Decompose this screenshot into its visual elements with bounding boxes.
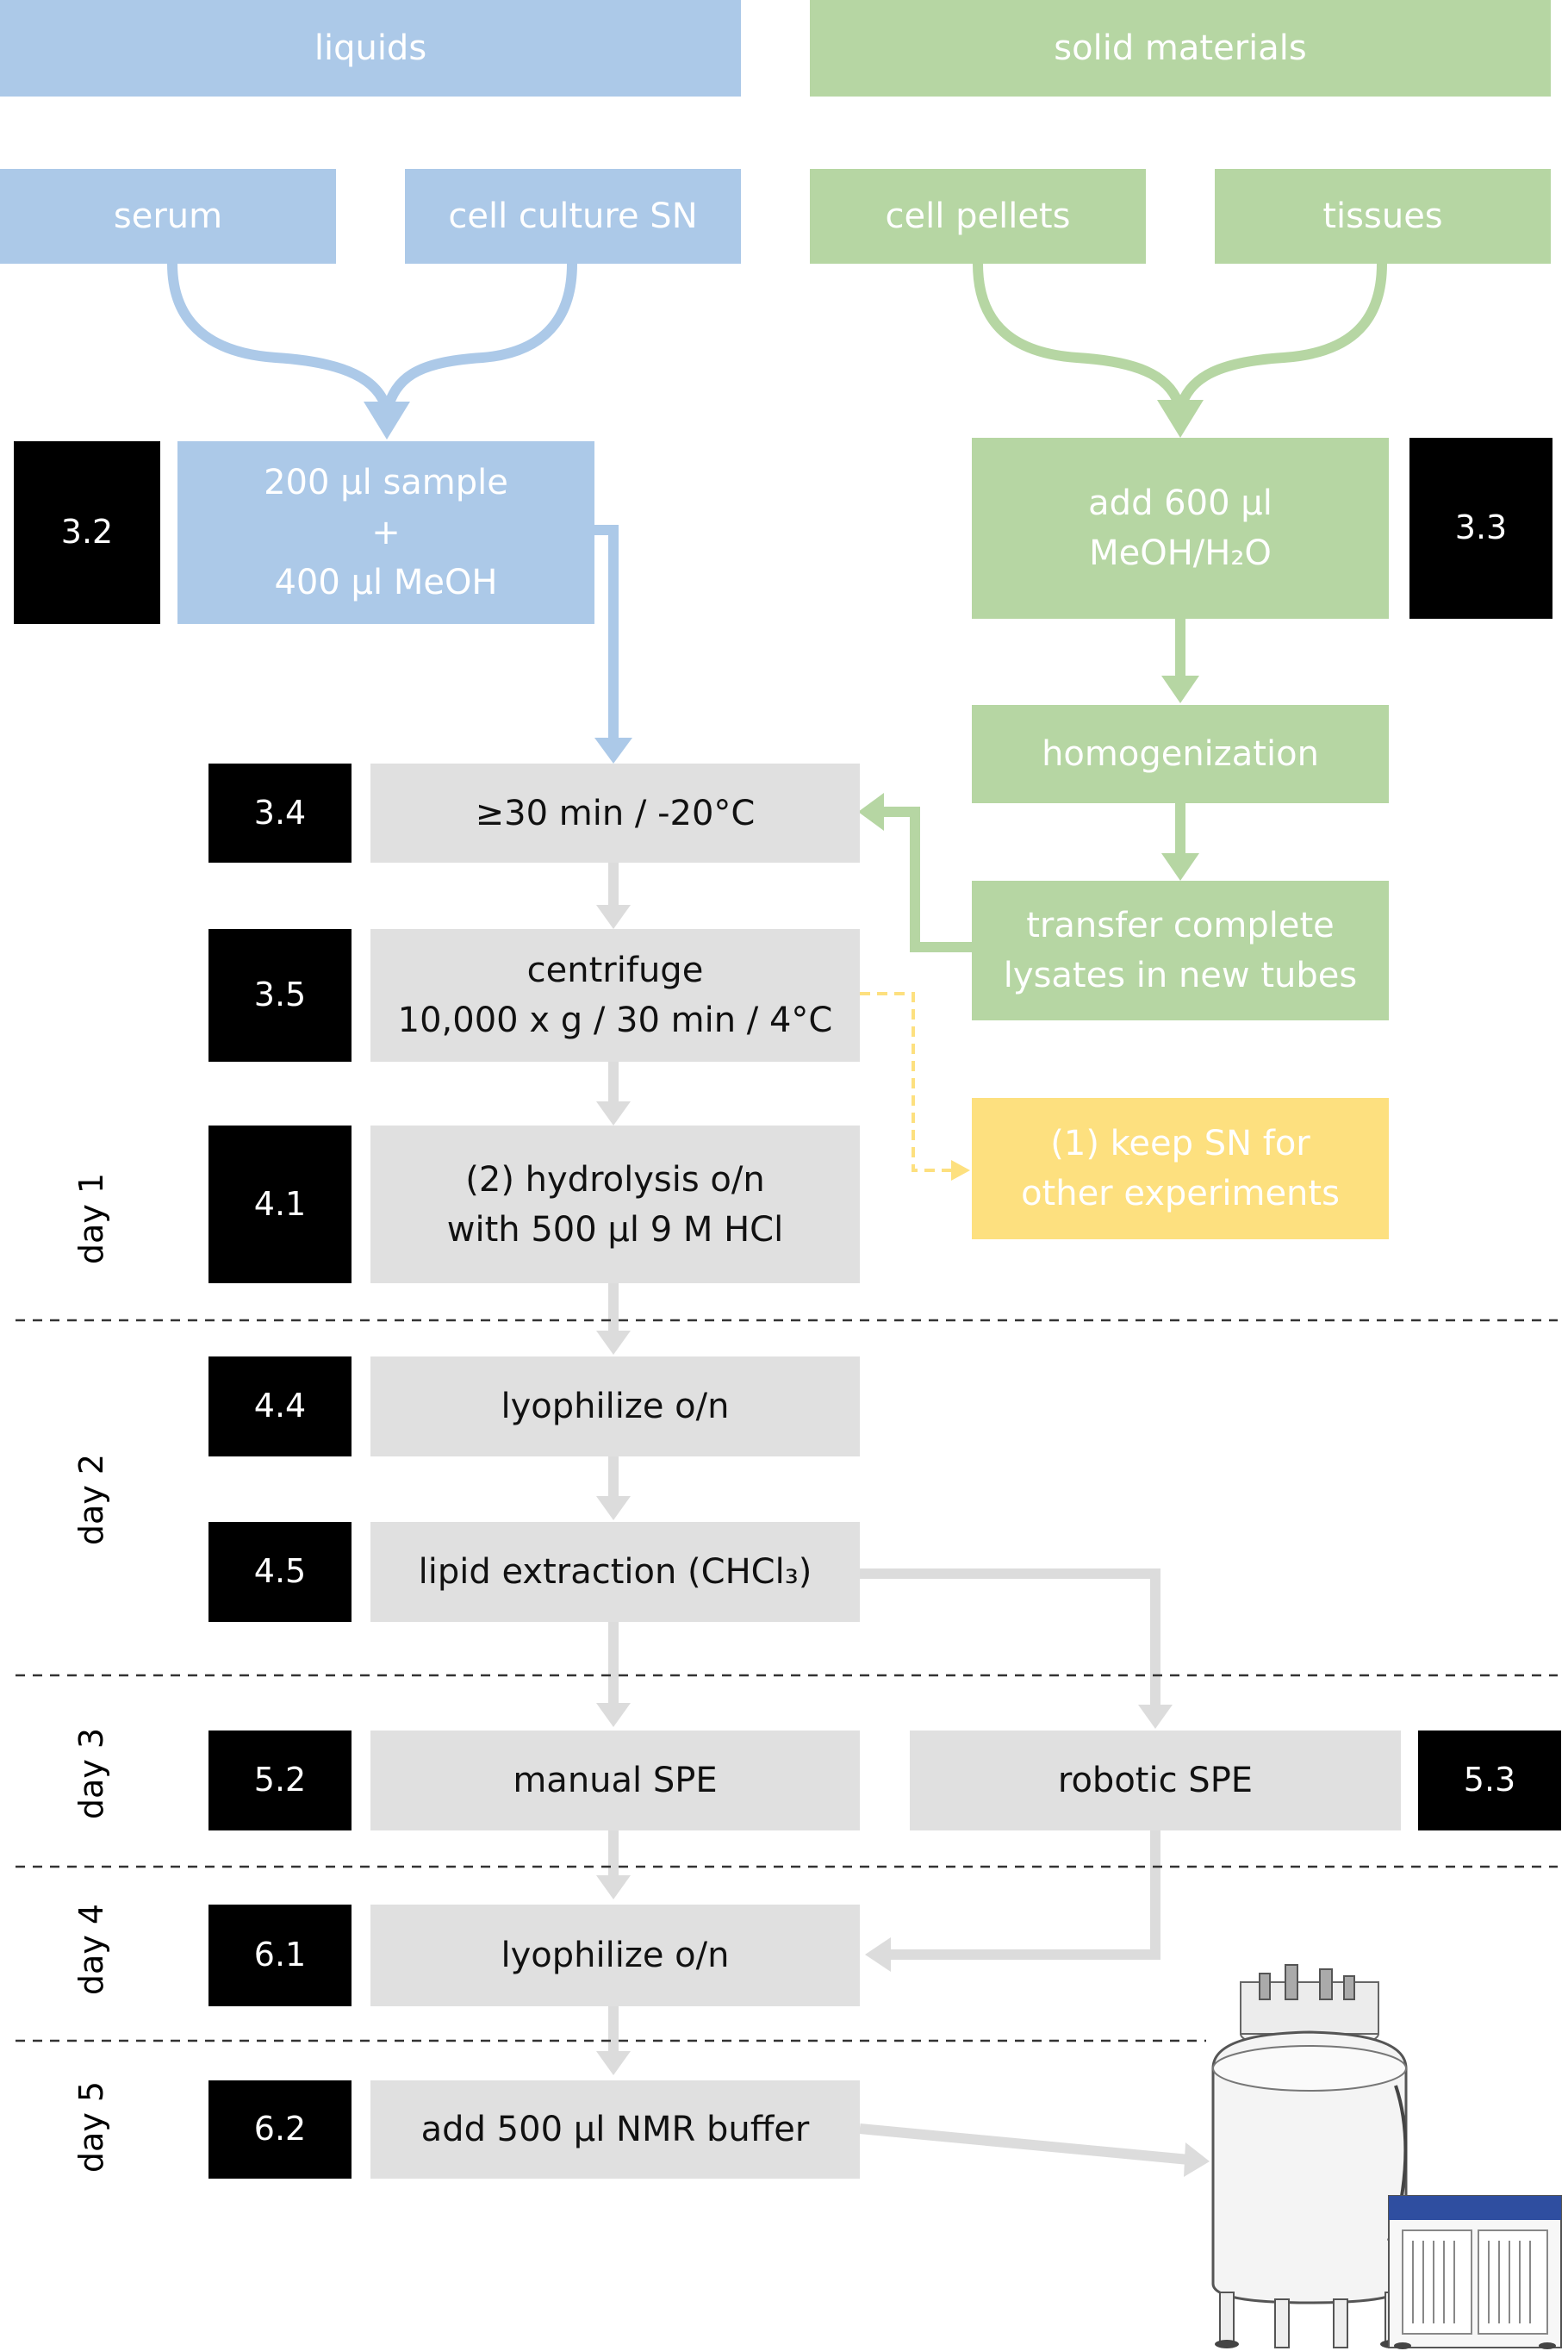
liquid-prep-box: 200 µl sample + 400 µl MeOH	[177, 441, 594, 624]
step-tag: 3.5	[208, 929, 352, 1062]
solid-materials-header: solid materials	[810, 0, 1551, 97]
nmr-spectrometer-icon	[1211, 1964, 1562, 2349]
robotic-spe-box: robotic SPE	[910, 1731, 1401, 1830]
day-label: day 2	[72, 1453, 110, 1546]
step-tag: 3.3	[1409, 438, 1552, 619]
step-box: manual SPE	[370, 1731, 860, 1830]
day-label: day 1	[72, 1172, 110, 1265]
step-box: lipid extraction (CHCl₃)	[370, 1522, 860, 1622]
step-tag: 3.2	[14, 441, 160, 624]
step-box: add 500 µl NMR buffer	[370, 2080, 860, 2179]
culture-connector	[382, 263, 577, 412]
step-tag: 4.5	[208, 1522, 352, 1622]
pellets-connector	[973, 263, 1185, 410]
step-tag: 3.4	[208, 764, 352, 863]
transfer-lysates-box: transfer complete lysates in new tubes	[972, 881, 1389, 1020]
step-tag: 4.4	[208, 1356, 352, 1456]
tissues-connector	[1175, 263, 1387, 410]
homogenization-box: homogenization	[972, 705, 1389, 803]
serum-box: serum	[0, 169, 336, 264]
step-tag: 4.1	[208, 1126, 352, 1283]
step-tag: 6.1	[208, 1905, 352, 2006]
step-tag: 6.2	[208, 2080, 352, 2179]
step-box: lyophilize o/n	[370, 1356, 860, 1456]
day-label: day 5	[72, 2080, 110, 2173]
step-tag: 5.3	[1418, 1731, 1561, 1830]
step-box: (2) hydrolysis o/n with 500 µl 9 M HCl	[370, 1126, 860, 1283]
day-label: day 4	[72, 1903, 110, 1996]
day-label: day 3	[72, 1727, 110, 1820]
step-box: ≥30 min / -20°C	[370, 764, 860, 863]
step-box: centrifuge 10,000 x g / 30 min / 4°C	[370, 929, 860, 1062]
cell-pellets-box: cell pellets	[810, 169, 1146, 264]
serum-connector	[167, 263, 392, 412]
solid-prep-box: add 600 µl MeOH/H₂O	[972, 438, 1389, 619]
cell-culture-box: cell culture SN	[405, 169, 741, 264]
tissues-box: tissues	[1215, 169, 1551, 264]
liquids-header: liquids	[0, 0, 741, 97]
step-tag: 5.2	[208, 1731, 352, 1830]
step-box: lyophilize o/n	[370, 1905, 860, 2006]
keep-sn-note: (1) keep SN for other experiments	[972, 1098, 1389, 1239]
